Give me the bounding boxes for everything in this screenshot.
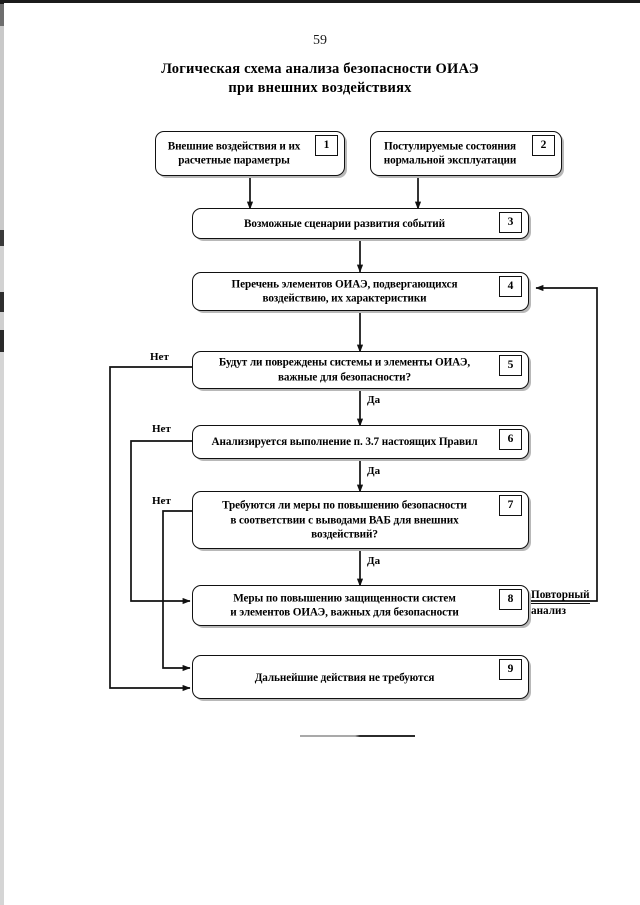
flow-node-6[interactable]: Анализируется выполнение п. 3.7 настоящи… (192, 425, 529, 459)
flow-node-5-text: Будут ли повреждены системы и элементы О… (218, 356, 471, 384)
page-title-line-2: при внешних воздействиях (228, 80, 412, 96)
flow-node-1[interactable]: Внешние воздействия и их расчетные парам… (155, 131, 345, 176)
page-title: Логическая схема анализа безопасности ОИ… (0, 60, 640, 98)
edge-label-no-from-5: Нет (150, 351, 169, 363)
flow-node-9-number: 9 (499, 659, 522, 680)
loop-label-repeat-analysis: Повторный анализ (531, 588, 590, 619)
flow-node-1-text: Внешние воздействия и их расчетные парам… (167, 140, 301, 167)
flow-node-9-text: Дальнейшие действия не требуются (254, 671, 435, 684)
flow-node-4-text: Перечень элементов ОИАЭ, подвергающихся … (231, 278, 458, 305)
flow-node-6-text: Анализируется выполнение п. 3.7 настоящи… (211, 435, 478, 448)
flow-node-1-number: 1 (315, 135, 338, 156)
edge-label-yes-6-to-7: Да (367, 465, 381, 477)
loop-label-line-2: анализ (531, 605, 566, 617)
page-number: 59 (313, 33, 327, 48)
scan-edge-left (0, 0, 4, 905)
edge-label-yes-5-to-6: Да (367, 394, 381, 406)
edge-label-no-from-6: Нет (152, 423, 171, 435)
flow-node-2-number: 2 (532, 135, 555, 156)
flow-node-8[interactable]: Меры по повышению защищенности систем и … (192, 585, 529, 626)
edge-label-yes-7-to-8: Да (367, 555, 381, 567)
flow-node-2[interactable]: Постулируемые состояния нормальной экспл… (370, 131, 562, 176)
flow-node-8-number: 8 (499, 589, 522, 610)
flow-node-5-number: 5 (499, 355, 522, 376)
flow-node-4[interactable]: Перечень элементов ОИАЭ, подвергающихся … (192, 272, 529, 311)
flow-node-4-number: 4 (499, 276, 522, 297)
page-title-line-1: Логическая схема анализа безопасности ОИ… (161, 61, 479, 77)
flow-node-8-text: Меры по повышению защищенности систем и … (230, 592, 459, 619)
flow-node-5[interactable]: Будут ли повреждены системы и элементы О… (192, 351, 529, 389)
flow-node-7-number: 7 (499, 495, 522, 516)
flow-node-7-text: Требуются ли меры по повышению безопасно… (222, 499, 467, 541)
flow-node-9[interactable]: Дальнейшие действия не требуются 9 (192, 655, 529, 699)
scan-edge-top (0, 0, 640, 3)
flow-node-3[interactable]: Возможные сценарии развития событий 3 (192, 208, 529, 239)
flow-node-3-text: Возможные сценарии развития событий (244, 217, 445, 230)
flow-node-2-text: Постулируемые состояния нормальной экспл… (383, 140, 517, 167)
edge-label-no-from-7: Нет (152, 495, 171, 507)
flow-node-6-number: 6 (499, 429, 522, 450)
flow-node-3-number: 3 (499, 212, 522, 233)
flow-node-7[interactable]: Требуются ли меры по повышению безопасно… (192, 491, 529, 549)
bottom-divider-rule (300, 735, 415, 737)
loop-label-line-1: Повторный (531, 588, 590, 604)
